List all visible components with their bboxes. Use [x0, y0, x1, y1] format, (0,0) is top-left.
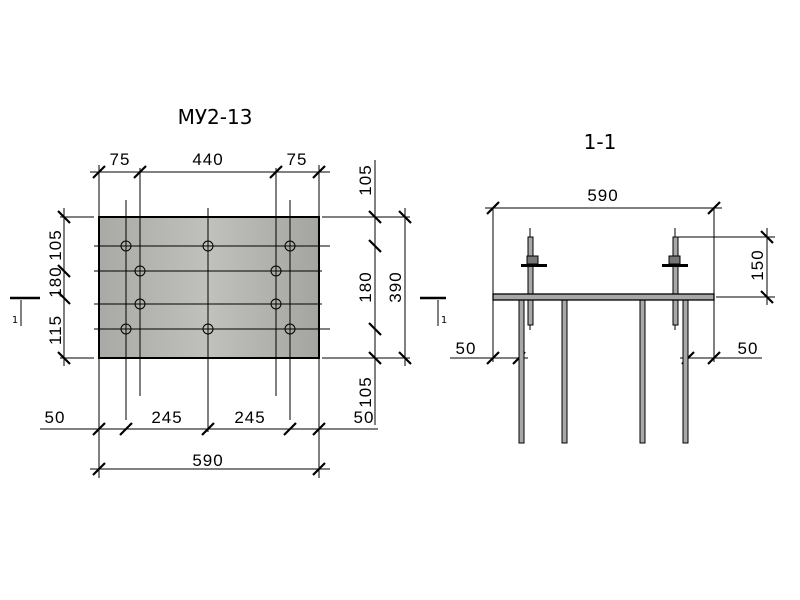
center-lines	[94, 168, 330, 432]
section-cut-marker: 1	[10, 296, 40, 326]
dim-left-3: 115	[46, 315, 65, 345]
dim-top-middle: 440	[192, 150, 223, 169]
section-view: 1-1 590 150 50	[420, 130, 775, 444]
dim-right-total: 390	[386, 271, 405, 302]
dim-bottom-1: 50	[45, 408, 66, 427]
section-mark-label: 1	[12, 315, 18, 326]
dim-bottom-4: 50	[354, 408, 375, 427]
section-mark-label-right: 1	[441, 315, 447, 326]
base-plate	[98, 216, 320, 359]
dim-top-right: 75	[287, 150, 308, 169]
bolt-holes	[120, 240, 296, 335]
dim-left-2: 180	[46, 266, 65, 297]
dim-bottom-2: 245	[151, 408, 182, 427]
plan-title: МУ2-13	[178, 105, 253, 129]
dim-right-3: 105	[356, 376, 375, 407]
dim-top-left: 75	[110, 150, 131, 169]
anchor-rods	[518, 236, 689, 444]
dimension-ticks	[57, 165, 412, 476]
dim-right-2: 180	[356, 271, 375, 302]
nut-washer-right	[662, 255, 688, 267]
dim-left-offset: 50	[456, 339, 477, 358]
dim-right-1: 105	[356, 164, 375, 195]
section-title: 1-1	[584, 130, 617, 154]
dim-section-width: 590	[587, 186, 618, 205]
dim-bottom-total: 590	[192, 451, 223, 470]
plan-view: МУ2-13	[10, 105, 412, 478]
dim-bolt-height: 150	[748, 249, 767, 280]
dim-left-1: 105	[46, 229, 65, 260]
dim-bottom-3: 245	[234, 408, 265, 427]
nut-washer-left	[521, 255, 547, 267]
section-cut-marker-right: 1	[420, 296, 447, 326]
section-plate	[492, 293, 715, 301]
dim-right-offset: 50	[738, 339, 759, 358]
